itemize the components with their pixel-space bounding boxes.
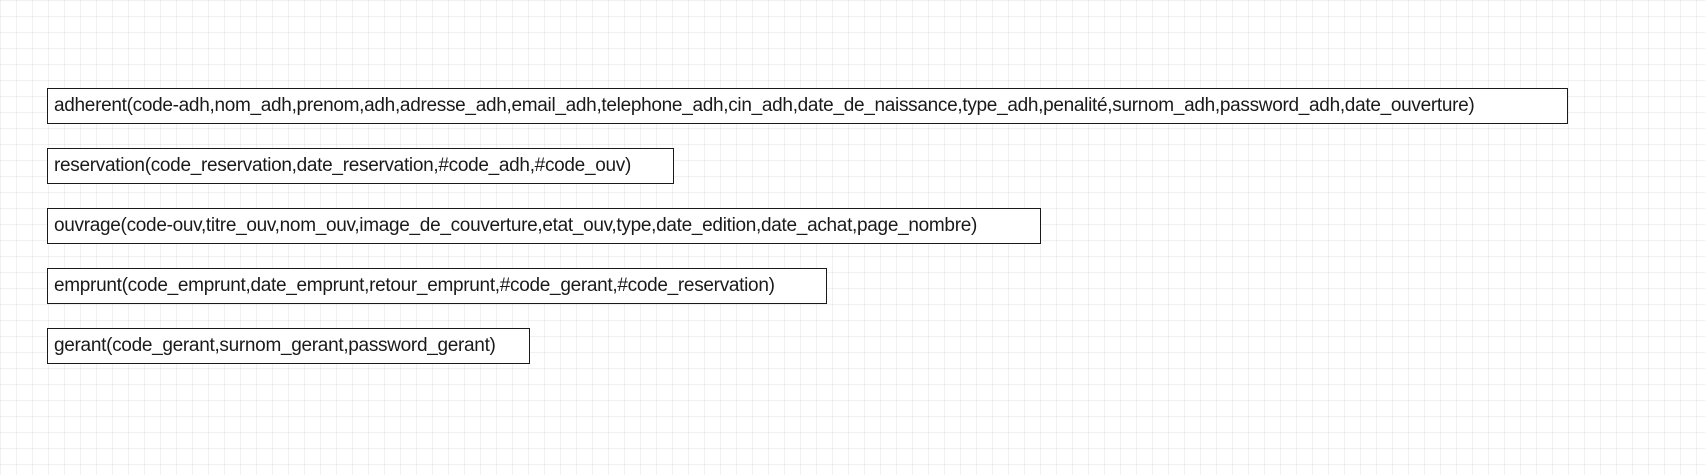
relation-text-emprunt: emprunt(code_emprunt,date_emprunt,retour… xyxy=(54,275,775,296)
relation-box-adherent[interactable]: adherent(code-adh,nom_adh,prenom,adh,adr… xyxy=(47,88,1568,124)
relation-box-reservation[interactable]: reservation(code_reservation,date_reserv… xyxy=(47,148,674,184)
relation-box-ouvrage[interactable]: ouvrage(code-ouv,titre_ouv,nom_ouv,image… xyxy=(47,208,1041,244)
relation-text-gerant: gerant(code_gerant,surnom_gerant,passwor… xyxy=(54,335,496,356)
relation-box-emprunt[interactable]: emprunt(code_emprunt,date_emprunt,retour… xyxy=(47,268,827,304)
relation-box-gerant[interactable]: gerant(code_gerant,surnom_gerant,passwor… xyxy=(47,328,530,364)
relation-text-reservation: reservation(code_reservation,date_reserv… xyxy=(54,155,631,176)
relation-text-ouvrage: ouvrage(code-ouv,titre_ouv,nom_ouv,image… xyxy=(54,215,978,236)
relation-text-adherent: adherent(code-adh,nom_adh,prenom,adh,adr… xyxy=(54,95,1475,116)
